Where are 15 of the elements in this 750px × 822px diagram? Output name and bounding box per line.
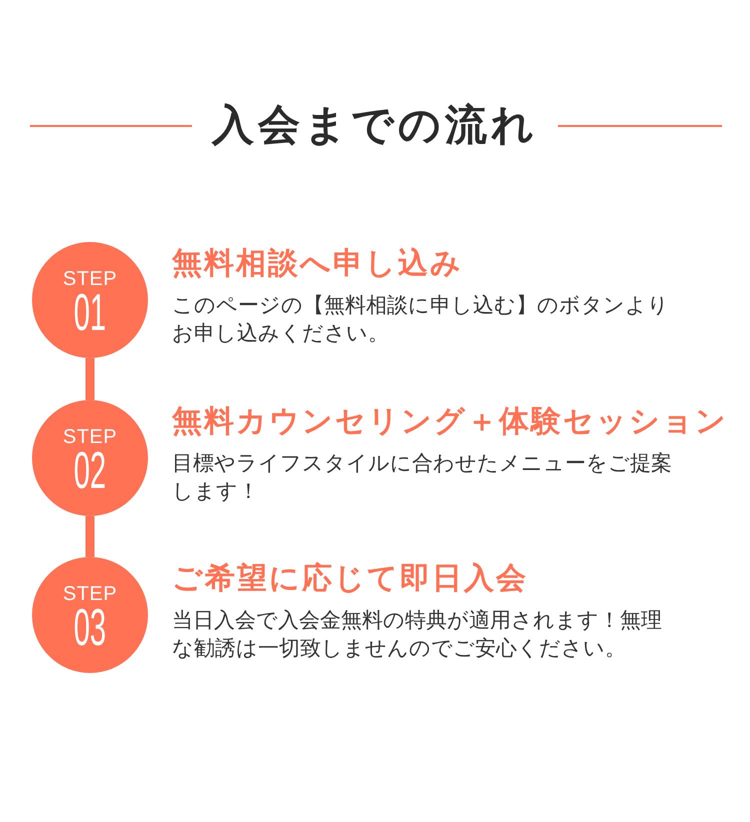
step-label: STEP: [62, 268, 118, 290]
step-number: 02: [74, 448, 106, 494]
step-heading: ご希望に応じて即日入会: [172, 561, 528, 597]
connector-line: [86, 358, 94, 400]
step-description: 目標やライフスタイルに合わせたメニューをご提案します！: [172, 450, 672, 505]
step-number: 03: [74, 605, 106, 651]
step-label: STEP: [62, 426, 118, 448]
page-title: 入会までの流れ: [212, 99, 538, 151]
step-description: 当日入会で入会金無料の特典が適用されます！無理な勧誘は一切致しませんのでご安心ください。: [172, 607, 663, 662]
step-heading: 無料カウンセリング＋体験セッション: [172, 404, 728, 440]
step-heading: 無料相談へ申し込み: [172, 246, 463, 282]
step-label: STEP: [62, 583, 118, 605]
step-description: このページの【無料相談に申し込む】のボタンよりお申し込みください。: [172, 292, 670, 347]
step-number: 01: [74, 290, 106, 336]
connector-line: [86, 516, 94, 557]
